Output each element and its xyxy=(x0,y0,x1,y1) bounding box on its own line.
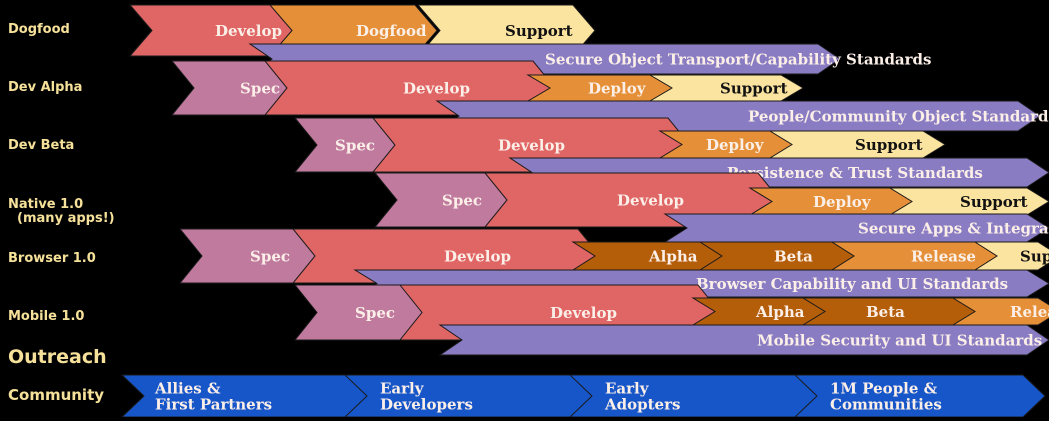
phase-label: Release xyxy=(1010,303,1049,321)
phase-label: Deploy xyxy=(813,193,872,211)
phase-label: Spec xyxy=(240,79,280,97)
phase-label: Allies &First Partners xyxy=(154,379,272,413)
phase-label: Develop xyxy=(403,79,470,97)
phase-label: 1M People &Communities xyxy=(830,379,942,413)
phase-label: Develop xyxy=(498,136,565,154)
row-label-dev-beta: Dev Beta xyxy=(8,138,75,153)
phase-label: Browser Capability and UI Standards xyxy=(696,275,1008,293)
phase-label: Spec xyxy=(442,191,482,209)
phase-label: Beta xyxy=(774,247,813,265)
phase-label: Alpha xyxy=(755,303,805,321)
phase-label: Support xyxy=(720,79,788,97)
phase-label: Mobile Security and UI Standards xyxy=(757,331,1042,349)
row-label-mobile: Mobile 1.0 xyxy=(8,309,85,324)
phase-label: Develop xyxy=(444,247,511,265)
phase-label: Alpha xyxy=(648,247,698,265)
phase-label: Develop xyxy=(550,304,617,322)
phase-label: Deploy xyxy=(706,136,765,154)
phase-label: Sup xyxy=(1020,247,1049,265)
phase-label: Release xyxy=(911,247,976,265)
phase-label: Dogfood xyxy=(356,22,427,40)
phase-label: Develop xyxy=(617,191,684,209)
row-label-dev-alpha: Dev Alpha xyxy=(8,80,83,95)
phase-label: Support xyxy=(960,193,1028,211)
phase-label: Beta xyxy=(866,303,905,321)
phase-chevron-support xyxy=(973,241,1049,271)
phase-label: Persistence & Trust Standards xyxy=(727,164,983,182)
row-label-native: Native 1.0 (many apps!) xyxy=(8,197,115,226)
phase-label: Spec xyxy=(250,247,290,265)
section-label-outreach: Outreach xyxy=(8,346,107,368)
phase-label: People/Community Object Standards xyxy=(748,107,1049,125)
phase-label: Support xyxy=(505,22,573,40)
phase-label: Develop xyxy=(215,22,282,40)
row-label-browser: Browser 1.0 xyxy=(8,251,96,266)
phase-label: Deploy xyxy=(588,79,647,97)
phase-label: Secure Apps & Integration Stds xyxy=(858,219,1049,237)
phase-label: Spec xyxy=(355,304,395,322)
row-label-dogfood: Dogfood xyxy=(8,22,70,37)
phase-label: Support xyxy=(855,136,923,154)
phase-chevron-standard xyxy=(438,324,1049,356)
phase-label: Secure Object Transport/Capability Stand… xyxy=(545,50,931,68)
phase-chevron-orange xyxy=(951,297,1049,326)
row-label-community: Community xyxy=(8,386,105,404)
phase-label: Spec xyxy=(335,136,375,154)
